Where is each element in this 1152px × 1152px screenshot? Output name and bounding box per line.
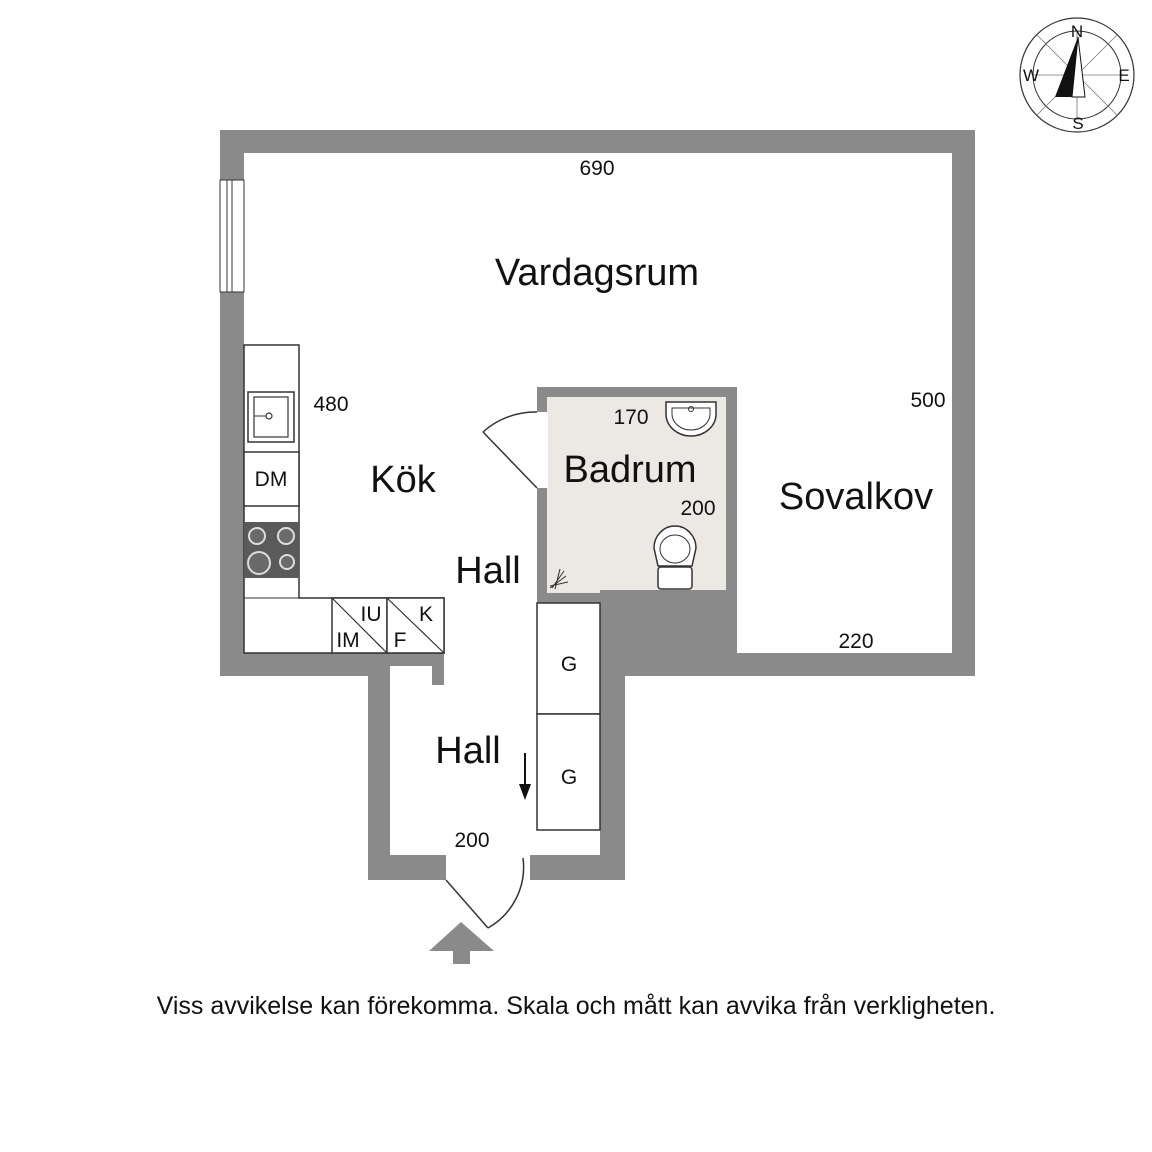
room-label-sovalkov: Sovalkov [779,476,933,518]
room-label-badrum: Badrum [563,449,696,491]
dim-badrum-depth: 200 [680,497,715,520]
tag-dishwasher: DM [255,468,288,491]
room-label-kok: Kök [370,459,436,501]
wardrobe-2 [536,713,601,831]
compass-e: E [1118,66,1129,85]
entrance-arrow-icon [429,922,494,964]
dim-sovalkov-depth: 500 [910,389,945,412]
compass-n: N [1071,22,1083,41]
dim-badrum-width: 170 [613,406,648,429]
dim-vardagsrum-width: 690 [579,157,614,180]
entrance-door-swing [445,857,525,929]
bathroom-door-swing [482,411,538,489]
shower-drain-icon [549,568,569,590]
sink [247,391,295,443]
wardrobe-1 [536,602,601,715]
room-label-vardagsrum: Vardagsrum [495,252,699,294]
disclaimer-text: Viss avvikelse kan förekomma. Skala och … [156,992,996,1020]
compass-w: W [1023,66,1039,85]
washbasin [665,401,717,437]
appliance-column-f-k [386,597,445,654]
dim-hall-width: 200 [454,829,489,852]
entrance-door-opening [446,855,530,881]
dim-kok: 480 [313,393,348,416]
toilet [653,525,697,590]
interior-floor [244,153,952,855]
dim-sovalkov-width: 220 [838,630,873,653]
window [219,179,245,293]
dishwasher [243,451,300,507]
room-label-hall-upper: Hall [455,550,520,592]
tag-f: F [394,629,407,652]
tag-wardrobe-1: G [561,653,577,676]
tag-iu: IU [361,603,382,626]
hall-arrow-icon [519,753,531,800]
tag-k: K [419,603,433,626]
compass-s: S [1072,114,1083,133]
compass-icon: N S E W [1019,17,1135,133]
bathroom-door-opening [537,412,548,488]
tag-im: IM [336,629,359,652]
stove [244,522,299,578]
tag-wardrobe-2: G [561,766,577,789]
shaft-block [600,590,737,655]
room-label-hall-lower: Hall [435,730,500,772]
